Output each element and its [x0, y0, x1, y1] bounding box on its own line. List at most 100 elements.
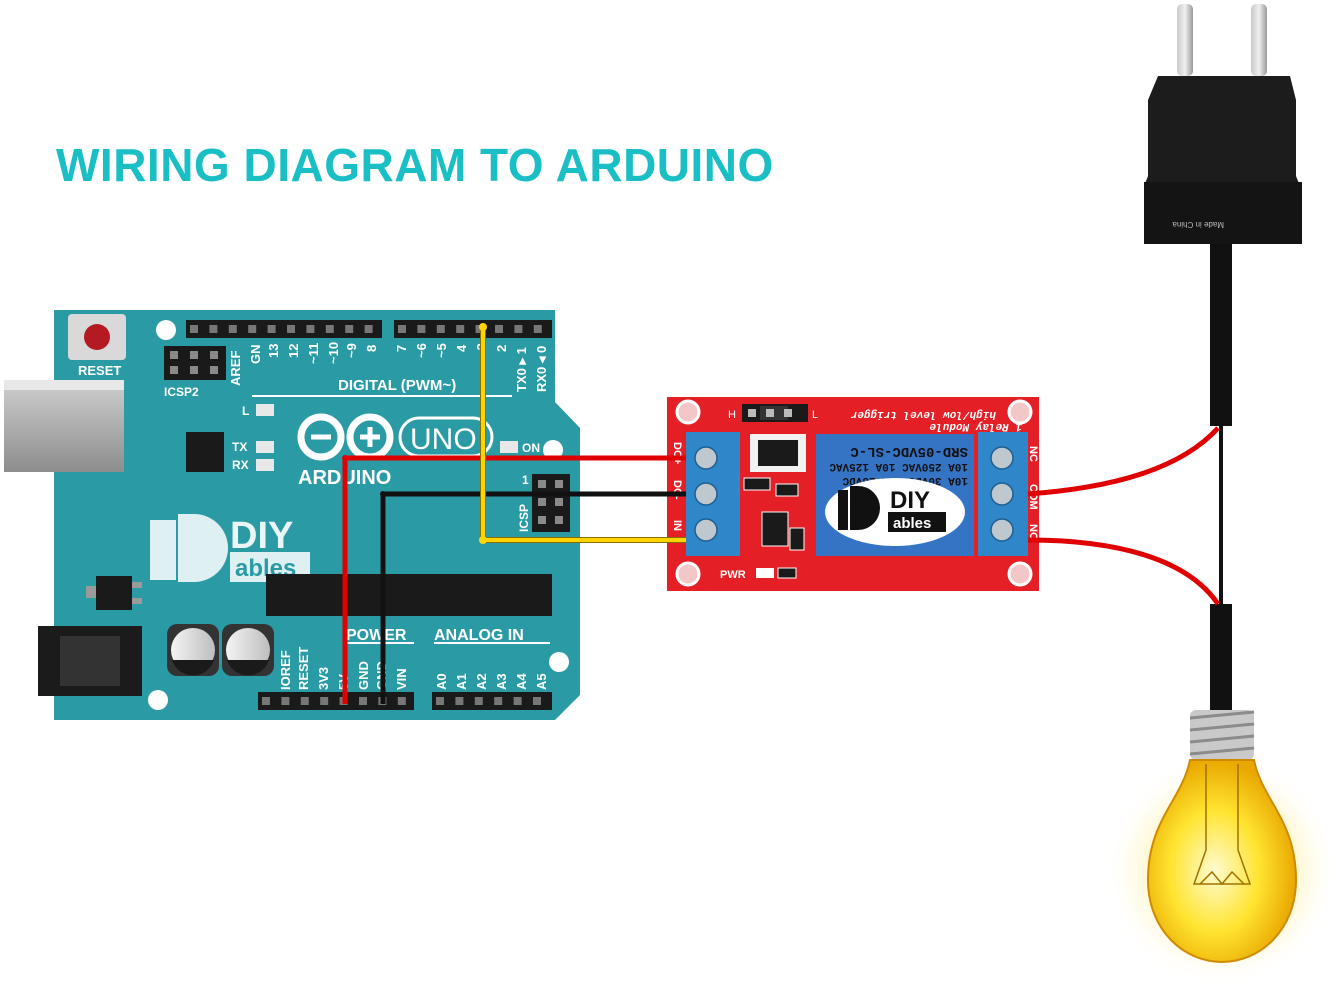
- pin-label: ~9: [344, 343, 359, 358]
- pin-label: 8: [364, 345, 379, 352]
- header-pin: [364, 325, 373, 333]
- relay-output-label: NO: [1027, 524, 1039, 541]
- chip-small: [186, 432, 224, 472]
- light-bulb: [1104, 710, 1336, 988]
- usb-connector: [4, 380, 124, 472]
- pin-label: GN: [248, 345, 263, 365]
- header-pin: [345, 325, 354, 333]
- atmega-chip: [266, 574, 552, 616]
- diode: [789, 527, 805, 551]
- jumper-l-label: L: [812, 409, 818, 421]
- digital-header-label: DIGITAL (PWM~): [338, 377, 456, 394]
- power-pin-label: GND: [356, 661, 371, 690]
- wire-junction: [342, 455, 348, 461]
- pin-label: ~5: [434, 343, 449, 358]
- terminal-screw: [694, 482, 718, 506]
- power-pin-label: IOREF: [278, 650, 293, 690]
- icsp2-header: [164, 346, 226, 380]
- header-pin: [262, 697, 270, 705]
- pin-label: TX0 ▸ 1: [514, 347, 529, 392]
- pin-label: 13: [266, 344, 281, 358]
- relay-model: SRD-05VDC-SL-C: [850, 443, 968, 459]
- icsp-pin1-label: 1: [522, 473, 529, 487]
- relay-input-label: DC+: [671, 442, 683, 464]
- led-tx: [256, 441, 274, 453]
- header-pin: [359, 697, 367, 705]
- relay-input-label: IN: [671, 520, 683, 531]
- diy-label: DIY: [230, 515, 293, 557]
- led-on-label: ON: [522, 441, 540, 455]
- analog-header: [432, 692, 552, 710]
- jumper-h-label: H: [728, 409, 736, 421]
- pwr-label: PWR: [720, 569, 746, 581]
- led-l-label: L: [242, 404, 249, 418]
- icsp2-label: ICSP2: [164, 385, 199, 399]
- uno-label: UNO: [410, 423, 477, 456]
- analog-pin-label: A1: [454, 673, 469, 690]
- trigger-jumper[interactable]: [742, 404, 808, 422]
- analog-pin-label: A2: [474, 673, 489, 690]
- pin-label: 2: [494, 345, 509, 352]
- wire-junction: [479, 536, 487, 544]
- header-pin: [190, 325, 198, 333]
- terminal-screw: [694, 446, 718, 470]
- led-on: [500, 441, 518, 453]
- header-pin: [306, 325, 315, 333]
- voltage-regulator: [86, 576, 142, 610]
- relay-ables-label: ables: [893, 515, 931, 532]
- header-pin: [513, 697, 522, 705]
- terminal-screw: [990, 482, 1014, 506]
- wire-junction: [479, 323, 487, 331]
- mounting-hole: [156, 320, 176, 340]
- header-pin: [398, 325, 406, 333]
- header-pin: [209, 325, 218, 333]
- terminal-screw: [990, 446, 1014, 470]
- optocoupler: [750, 434, 806, 472]
- wire-junction: [380, 491, 386, 497]
- pin-label: ~11: [306, 343, 321, 364]
- power-adapter: Made in China: [1144, 4, 1302, 244]
- pin-label: ~10: [326, 342, 341, 364]
- terminal-screw: [990, 518, 1014, 542]
- header-pin: [417, 325, 426, 333]
- analog-pin-label: A3: [494, 673, 509, 690]
- power-pin-label: VIN: [394, 668, 409, 690]
- wire-no: [1027, 537, 1221, 606]
- header-pin: [456, 325, 465, 333]
- plug-pin: [1251, 4, 1267, 76]
- mounting-hole: [675, 561, 701, 587]
- power-pin-label: RESET: [296, 647, 311, 690]
- plug-pin: [1177, 4, 1193, 76]
- header-pin: [248, 325, 257, 333]
- header-pin: [325, 325, 334, 333]
- relay-module-title: 1 Relay Module: [929, 420, 1022, 432]
- bulb-glass: [1146, 759, 1298, 964]
- header-pin: [320, 697, 329, 705]
- header-pin: [494, 697, 503, 705]
- resistor: [777, 567, 797, 579]
- arduino-board: RESET ICSP2 AREF GN 13 12 ~11 ~10 ~9 8 7…: [4, 310, 580, 720]
- analog-pin-label: A4: [514, 673, 529, 690]
- pin-label: AREF: [228, 351, 243, 386]
- relay-output-label: COM: [1027, 484, 1039, 510]
- bulb-base: [1189, 710, 1255, 760]
- relay-output-label: NC: [1027, 446, 1039, 462]
- power-header-label: POWER: [346, 627, 407, 644]
- resistor: [743, 477, 771, 491]
- relay-rating-1: 10A 250VAC 10A 125VAC: [829, 460, 968, 472]
- led-tx-label: TX: [232, 440, 247, 454]
- relay-module: DC+ DC- IN L H PWR SRD-05VDC-SL-C 10A 25…: [667, 397, 1039, 591]
- mounting-hole: [1007, 399, 1033, 425]
- analog-header-label: ANALOG IN: [434, 627, 524, 644]
- analog-pin-label: A0: [434, 673, 449, 690]
- header-pin: [533, 325, 542, 333]
- header-pin: [267, 325, 276, 333]
- header-pin: [300, 697, 309, 705]
- led-rx: [256, 459, 274, 471]
- icsp-header: [532, 474, 570, 532]
- header-pin: [495, 325, 503, 333]
- resistor: [775, 483, 799, 497]
- relay-input-label: DC-: [671, 480, 683, 500]
- mounting-hole: [549, 652, 569, 672]
- terminal-screw: [694, 518, 718, 542]
